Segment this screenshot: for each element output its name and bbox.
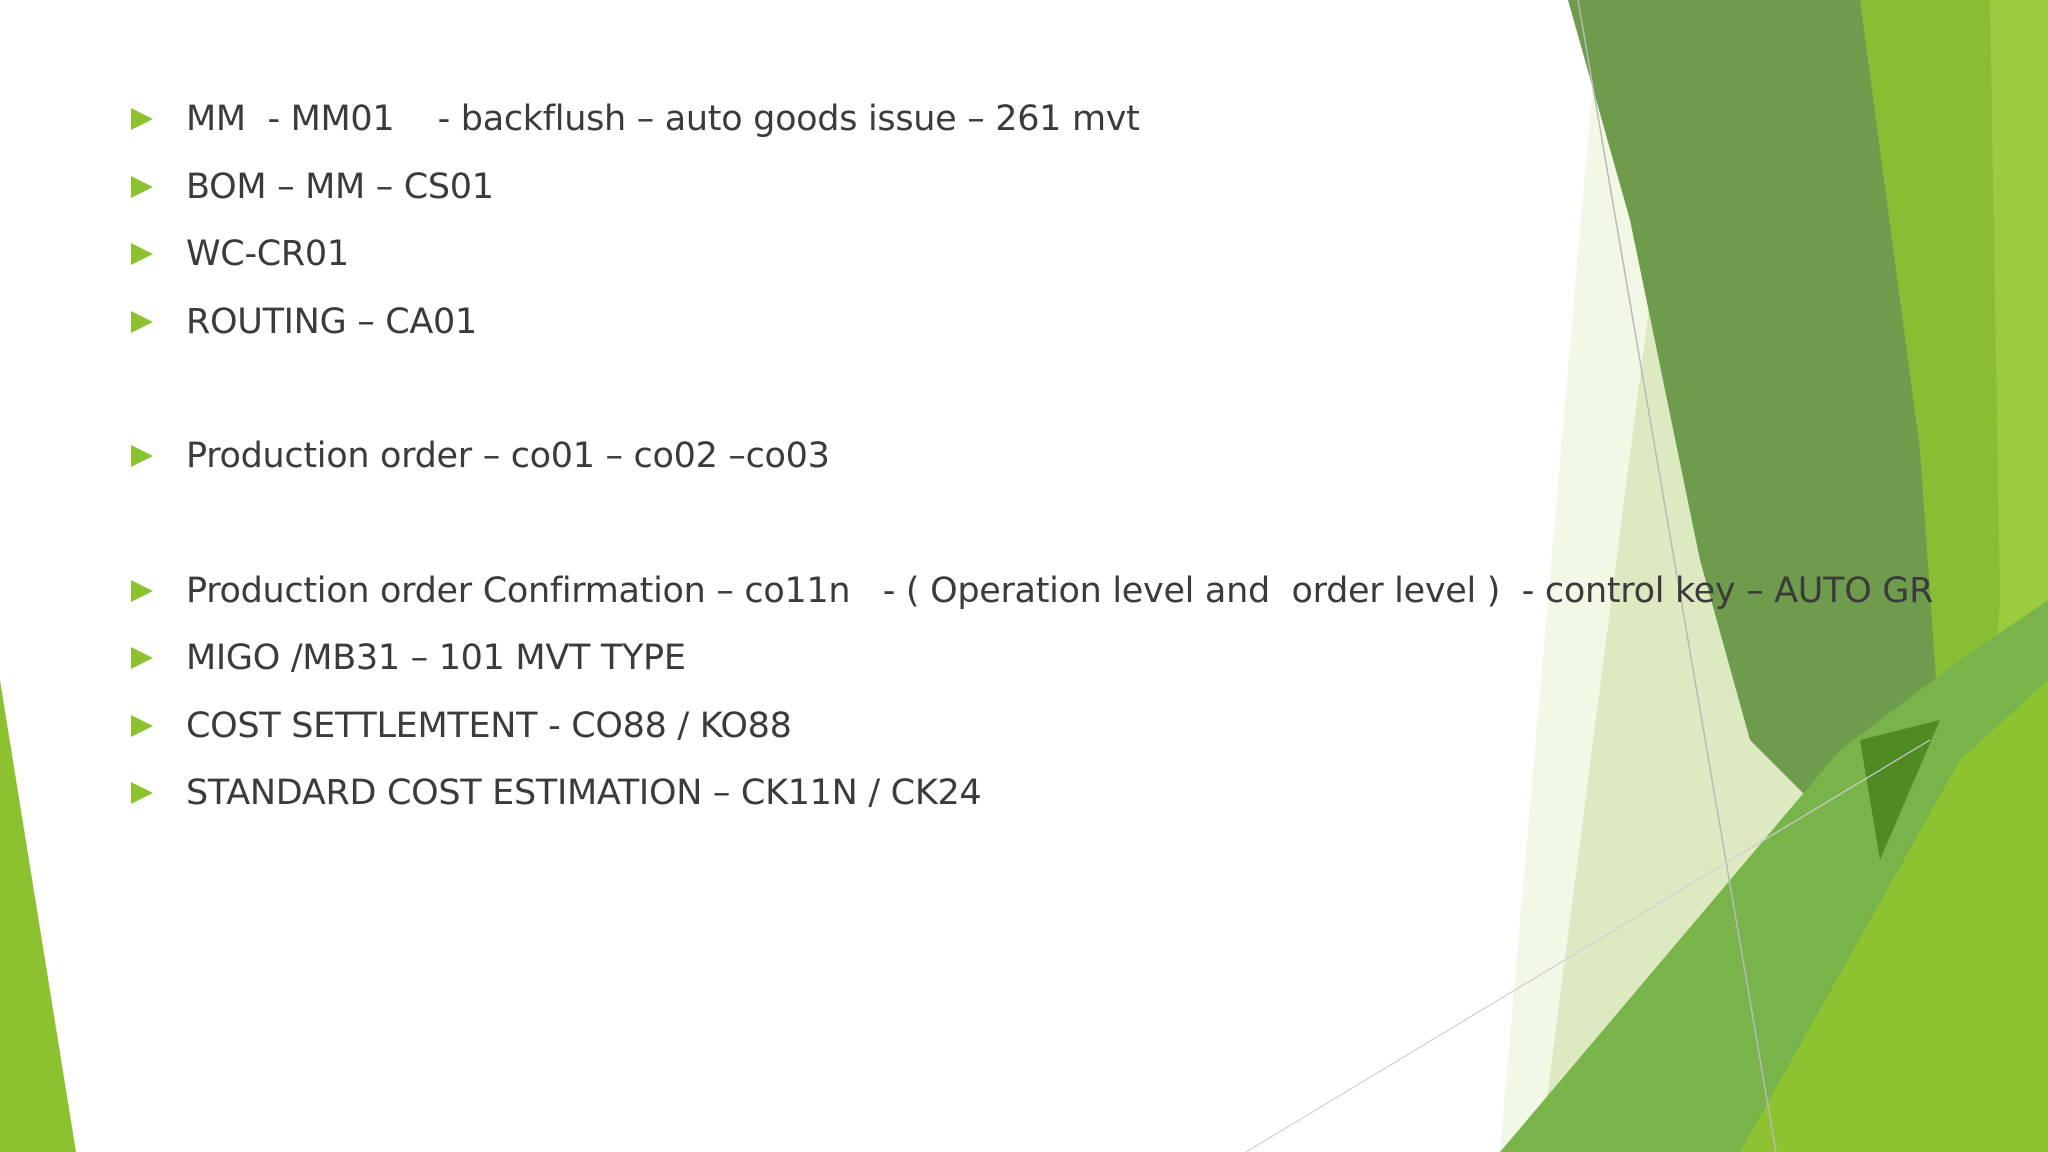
triangle-bullet-icon (131, 445, 153, 467)
bullet-item: COST SETTLEMTENT - CO88 / KO88 (131, 702, 792, 750)
bullet-text: MIGO /MB31 – 101 MVT TYPE (186, 638, 686, 678)
triangle-bullet-icon (131, 647, 153, 669)
right-facet-olive (1568, 0, 1960, 870)
bullet-item: ROUTING – CA01 (131, 298, 477, 346)
triangle-bullet-icon (131, 782, 153, 804)
bullet-item: MM - MM01 - backflush – auto goods issue… (131, 95, 1140, 143)
triangle-bullet-icon (131, 580, 153, 602)
bullet-text: WC-CR01 (186, 234, 349, 274)
triangle-bullet-icon (131, 243, 153, 265)
triangle-bullet-icon (131, 311, 153, 333)
bullet-text: BOM – MM – CS01 (186, 167, 494, 207)
bullet-item: STANDARD COST ESTIMATION – CK11N / CK24 (131, 769, 982, 817)
bullet-text: STANDARD COST ESTIMATION – CK11N / CK24 (186, 773, 982, 813)
bullet-item: WC-CR01 (131, 230, 349, 278)
triangle-bullet-icon (131, 108, 153, 130)
bullet-text: ROUTING – CA01 (186, 302, 477, 342)
bullet-text: Production order Confirmation – co11n - … (186, 571, 1934, 611)
bullet-text: MM - MM01 - backflush – auto goods issue… (186, 99, 1140, 139)
bullet-text: Production order – co01 – co02 –co03 (186, 436, 830, 476)
bullet-item: MIGO /MB31 – 101 MVT TYPE (131, 634, 686, 682)
bullet-item: Production order – co01 – co02 –co03 (131, 432, 830, 480)
lower-facet-dark (1860, 720, 1940, 860)
lower-facet-bright (1740, 680, 2048, 1152)
bullet-item: Production order Confirmation – co11n - … (131, 567, 1933, 615)
bullet-text: COST SETTLEMTENT - CO88 / KO88 (186, 706, 792, 746)
triangle-bullet-icon (131, 176, 153, 198)
guide-line-2 (1245, 739, 1931, 1152)
left-green-sliver (0, 680, 76, 1152)
triangle-bullet-icon (131, 715, 153, 737)
bullet-item: BOM – MM – CS01 (131, 163, 494, 211)
guide-line-1 (1577, 0, 1777, 1152)
